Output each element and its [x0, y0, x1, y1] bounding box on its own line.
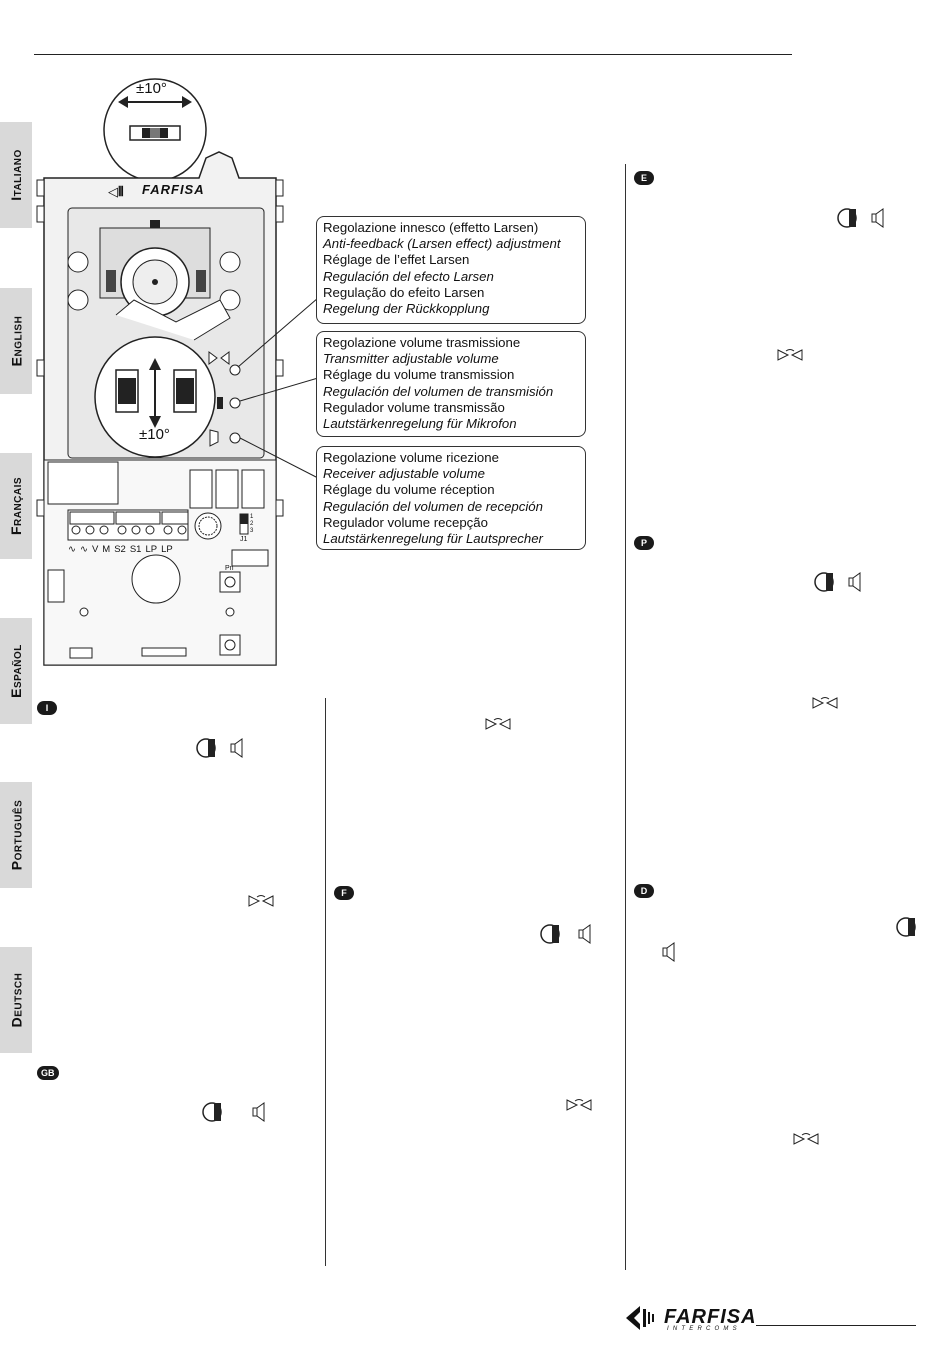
tab-label: Deutsch [8, 972, 25, 1028]
callout-line: Lautstärkenregelung für Lautsprecher [323, 531, 543, 547]
microphone-icon [814, 572, 834, 592]
larsen-adjust-icon [812, 697, 838, 709]
speaker-icon [230, 738, 243, 758]
angle-label-top: ±10° [136, 80, 167, 97]
jumper-pins: 1 2 3 [250, 514, 253, 535]
terminal-board [43, 459, 277, 666]
top-zoom-circle [103, 78, 207, 182]
microphone-icon [202, 1102, 222, 1122]
tab-italiano[interactable]: Italiano [0, 122, 32, 228]
badge-es: E [634, 171, 654, 185]
tab-label: Français [8, 476, 25, 536]
terminal-label: ∿ [68, 544, 76, 555]
callout-transmission: Regolazione volume trasmissione Transmit… [316, 331, 586, 437]
tab-francais[interactable]: Français [0, 453, 32, 559]
callout-line: Regulador volume recepção [323, 514, 488, 530]
tab-label: Italiano [8, 149, 24, 201]
tab-label: English [8, 315, 24, 367]
jumper-pin: 3 [250, 528, 254, 534]
terminal-label: V [91, 544, 99, 555]
device-brand-logo: FARFISA [142, 182, 205, 197]
larsen-adjust-icon [248, 895, 274, 907]
speaker-icon [578, 924, 591, 944]
callout-line: Réglage du volume transmission [323, 367, 515, 383]
adjustment-knobs [208, 351, 241, 447]
badge-de: D [634, 884, 654, 898]
microphone-icon [196, 738, 216, 758]
callout-line: Regolazione volume trasmissione [323, 335, 521, 350]
leader-lines [237, 297, 319, 479]
jumper-pin: 1 [250, 514, 254, 520]
mic-speaker-icons [814, 572, 861, 592]
tab-deutsch[interactable]: Deutsch [0, 947, 32, 1053]
callout-line: Regulação do efeito Larsen [323, 284, 485, 300]
larsen-adjust-icon [566, 1099, 592, 1111]
speaker-icon [662, 942, 675, 962]
callout-line: Réglage de l’effet Larsen [323, 252, 470, 268]
callout-line: Regolazione innesco (effetto Larsen) [323, 220, 539, 235]
badge-gb: GB [37, 1066, 59, 1080]
terminal-label: S2 [114, 544, 126, 555]
tab-label: Español [8, 644, 25, 698]
mic-speaker-icons [837, 208, 884, 228]
farfisa-logo-icon [626, 1306, 654, 1330]
callout-line: Réglage du volume réception [323, 482, 495, 498]
mic-speaker-icons [196, 738, 243, 758]
column-separator [325, 698, 326, 1266]
bottom-rule [756, 1325, 916, 1326]
callout-reception: Regolazione volume ricezione Receiver ad… [316, 446, 586, 550]
intercom-module-diagram [36, 78, 319, 666]
tab-label: Português [8, 799, 25, 871]
speaker-icon [848, 572, 861, 592]
larsen-adjust-icon [793, 1133, 819, 1145]
callout-line: Transmitter adjustable volume [323, 351, 499, 367]
callout-line: Regolazione volume ricezione [323, 450, 499, 465]
badge-fr: F [334, 886, 354, 900]
microphone-icon [896, 917, 916, 937]
terminal-label: S1 [129, 544, 142, 555]
larsen-adjust-icon [485, 718, 511, 730]
speaker-icon [252, 1102, 265, 1122]
terminal-label: LP [145, 544, 158, 555]
callout-line: Regulación del volumen de recepción [323, 498, 543, 514]
mic-speaker-icons [540, 924, 591, 944]
microphone-icon [837, 208, 857, 228]
top-rule [34, 54, 792, 55]
terminal-block [69, 511, 189, 535]
button-label: Pn [225, 565, 234, 572]
callout-larsen: Regolazione innesco (effetto Larsen) Ant… [316, 216, 586, 324]
microphone-icon [540, 924, 560, 944]
callout-line: Regulación del efecto Larsen [323, 268, 494, 284]
callout-line: Lautstärkenregelung für Mikrofon [323, 416, 517, 432]
column-separator [625, 164, 626, 1270]
speaker-icon [871, 208, 884, 228]
jumper-pin: 2 [250, 521, 254, 527]
terminal-label: LP [161, 544, 173, 555]
mic-speaker-icons [202, 1102, 265, 1122]
footer-brand: FARFISA [664, 1306, 757, 1328]
larsen-adjust-icon [777, 349, 803, 361]
terminal-label: ∿ [79, 544, 88, 555]
jumper-label: J1 [240, 536, 248, 543]
callout-line: Regelung der Rückkopplung [323, 301, 490, 317]
callout-line: Anti-feedback (Larsen effect) adjustment [323, 236, 561, 252]
badge-pt: P [634, 536, 654, 550]
tab-english[interactable]: English [0, 288, 32, 394]
tab-portugues[interactable]: Português [0, 782, 32, 888]
tab-espanol[interactable]: Español [0, 618, 32, 724]
callout-line: Regulación del volumen de transmisión [323, 383, 554, 399]
callout-line: Regulador volume transmissão [323, 399, 505, 415]
badge-it: I [37, 701, 57, 715]
terminal-labels: ∿ ∿ V M S2 S1 LP LP [68, 544, 198, 555]
callout-line: Receiver adjustable volume [323, 466, 485, 482]
angle-label-bottom: ±10° [139, 426, 170, 443]
terminal-label: M [102, 544, 111, 555]
lower-zoom-circle [94, 299, 231, 458]
footer-brand-sub: INTERCOMS [667, 1326, 741, 1332]
device-brand-icon: ◁⦀ [108, 184, 124, 199]
